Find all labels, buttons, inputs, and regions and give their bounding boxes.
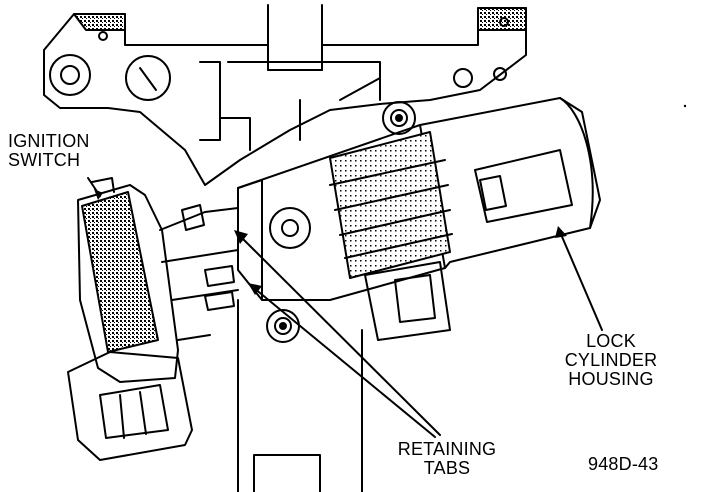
retaining-tab-upper-leader — [239, 235, 441, 436]
figure-id: 948D-43 — [588, 454, 659, 474]
ignition-switch-label-line-1: IGNITION — [8, 131, 90, 151]
retaining-tab-lower-leader — [253, 287, 436, 438]
lock-cylinder-label-line-3: HOUSING — [568, 369, 654, 389]
retaining-tabs-label-line-1: RETAINING — [397, 439, 497, 459]
mounting-bracket — [43, 7, 527, 186]
ignition-switch-body — [67, 177, 239, 461]
leader-lines — [87, 177, 603, 438]
print-speck — [683, 104, 687, 108]
retaining-tabs-label-line-2: TABS — [423, 458, 471, 478]
ignition-switch-label-line-2: SWITCH — [8, 150, 81, 170]
retaining-tabs-label: RETAINING TABS — [388, 440, 506, 478]
lock-cylinder-label-line-1: LOCK — [586, 331, 636, 351]
ignition-switch-label: IGNITION SWITCH — [8, 132, 90, 170]
column-shaft — [237, 4, 363, 492]
lock-cylinder-housing-label: LOCK CYLINDER HOUSING — [555, 332, 667, 389]
lock-cylinder-leader — [559, 231, 603, 331]
lock-cylinder-label-line-2: CYLINDER — [564, 350, 658, 370]
lock-cylinder-housing — [237, 97, 601, 341]
